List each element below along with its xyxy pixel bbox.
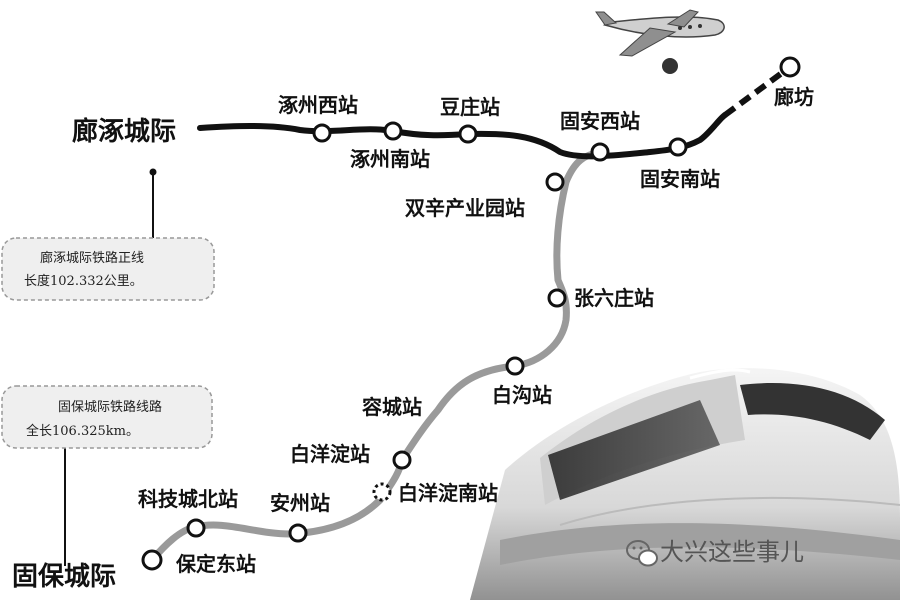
station-shuangxin[interactable]: [545, 172, 565, 192]
label-baiyangdian: 白洋淀站: [290, 442, 370, 466]
station-zhuozhou-west[interactable]: [312, 123, 332, 143]
label-guan-south: 固安南站: [640, 167, 720, 191]
label-douzhuang: 豆庄站: [440, 95, 500, 119]
label-baiyangdian-south: 白洋淀南站: [398, 481, 498, 505]
gubao-note-line2: 全长106.325km。: [26, 423, 139, 439]
label-guan-west: 固安西站: [560, 109, 640, 133]
station-langfang[interactable]: [779, 56, 801, 78]
station-baiyangdian[interactable]: [392, 450, 412, 470]
airport-marker-icon: [662, 58, 678, 74]
station-kejicheng-north[interactable]: [186, 518, 206, 538]
station-baigou[interactable]: [505, 356, 525, 376]
station-guan-south[interactable]: [668, 137, 688, 157]
label-baoding-east: 保定东站: [175, 552, 256, 576]
station-guan-west[interactable]: [590, 142, 610, 162]
station-baoding-east[interactable]: [141, 549, 163, 571]
label-anzhou: 安州站: [270, 491, 330, 515]
gubao-line-name: 固保城际: [12, 562, 116, 592]
label-zhuozhou-south: 涿州南站: [350, 147, 430, 171]
langzhuo-callout-dot: [149, 168, 157, 176]
langzhuo-note-box: [1, 237, 215, 301]
langzhuo-line-name: 廊涿城际: [72, 116, 176, 147]
station-baiyangdian-south[interactable]: [372, 482, 392, 502]
watermark-text: 大兴这些事儿: [660, 538, 804, 566]
high-speed-train-icon: [470, 368, 900, 600]
wechat-icon: [626, 540, 658, 567]
label-baigou: 白沟站: [492, 383, 552, 407]
label-langfang: 廊坊: [774, 85, 814, 109]
label-shuangxin: 双辛产业园站: [405, 196, 525, 220]
label-zhuozhou-west: 涿州西站: [278, 93, 358, 117]
label-rongcheng: 容城站: [362, 395, 422, 419]
label-kejicheng-north: 科技城北站: [138, 487, 238, 511]
label-zhangliuzhuang: 张六庄站: [574, 286, 654, 310]
langzhuo-line-planned: [723, 64, 792, 118]
station-douzhuang[interactable]: [458, 124, 478, 144]
gubao-note-line1: 固保城际铁路线路: [58, 399, 162, 415]
airplane-icon: [595, 9, 725, 57]
langzhuo-note-line1: 廊涿城际铁路正线: [40, 250, 144, 266]
gubao-line: [148, 148, 604, 564]
langzhuo-note-line2: 长度102.332公里。: [24, 273, 143, 289]
gubao-note-box: [1, 385, 213, 449]
station-zhangliuzhuang[interactable]: [547, 288, 567, 308]
station-zhuozhou-south[interactable]: [383, 121, 403, 141]
station-anzhou[interactable]: [288, 523, 308, 543]
